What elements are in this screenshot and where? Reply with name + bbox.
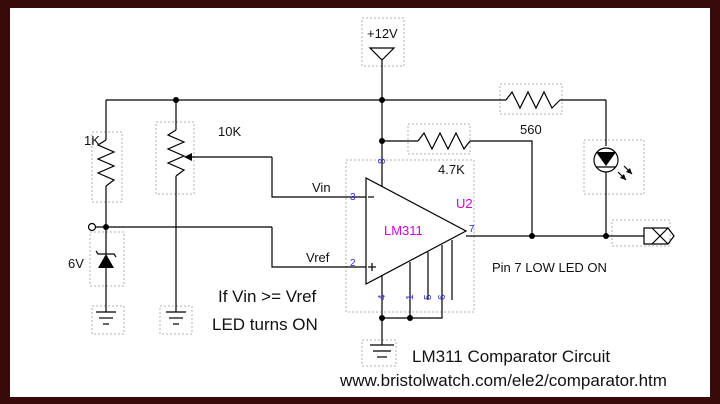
condition-line-1: If Vin >= Vref — [218, 287, 317, 306]
ground-1 — [96, 311, 116, 325]
ic-ref: U2 — [456, 196, 473, 211]
supply-label: +12V — [367, 26, 398, 41]
pin-1-label: 1 — [405, 294, 416, 300]
schematic-canvas: +12V 1K 10K 560 4.7K 6V Vin Vref LM311 U… — [10, 8, 710, 397]
ground-2 — [166, 311, 186, 325]
ic-name: LM311 — [384, 223, 423, 238]
lm311-comparator — [365, 177, 468, 300]
pin-8-label: 8 — [377, 158, 388, 164]
pin-7-label: 7 — [469, 224, 475, 235]
top-rail — [106, 97, 607, 146]
pin7-note: Pin 7 LOW LED ON — [492, 260, 607, 275]
pin-2-label: 2 — [350, 258, 356, 269]
pin-3-label: 3 — [350, 192, 356, 203]
supply-12v — [368, 47, 396, 178]
r4k7-box — [407, 123, 471, 155]
pin-6-label: 6 — [437, 294, 448, 300]
potentiometer-10k — [166, 100, 272, 312]
zener-label: 6V — [68, 256, 84, 271]
r4k7-label: 4.7K — [438, 162, 465, 177]
supply-box — [361, 17, 405, 67]
pot-label: 10K — [218, 124, 241, 139]
r560-label: 560 — [520, 122, 542, 137]
footer-title: LM311 Comparator Circuit — [412, 347, 610, 366]
pin-4-label: 4 — [377, 294, 388, 300]
vin-label: Vin — [312, 180, 331, 195]
ground-box-1 — [91, 305, 125, 335]
condition-line-2: LED turns ON — [212, 315, 318, 334]
vin-wire — [271, 157, 366, 198]
r1k-box — [91, 131, 123, 203]
comparator-schematic: +12V 1K 10K 560 4.7K 6V Vin Vref LM311 U… — [68, 17, 675, 390]
resistor-4k7 — [382, 131, 533, 236]
zener-box — [89, 231, 125, 287]
vref-wire — [87, 222, 366, 268]
vref-label: Vref — [306, 250, 330, 265]
led — [593, 147, 633, 181]
resistor-1k — [96, 100, 116, 227]
footer-url: www.bristolwatch.com/ele2/comparator.htm — [339, 371, 667, 390]
r1k-label: 1K — [84, 133, 100, 148]
zener-diode-6v — [95, 227, 117, 312]
resistor-560 — [505, 90, 561, 110]
r560-box — [499, 83, 563, 115]
ground-3 — [370, 276, 443, 358]
pot-box — [155, 121, 195, 195]
led-box — [583, 139, 645, 195]
pin-5-label: 5 — [423, 294, 434, 300]
ground-box-3 — [361, 339, 397, 367]
output-box — [611, 219, 671, 247]
output-line — [466, 172, 675, 245]
